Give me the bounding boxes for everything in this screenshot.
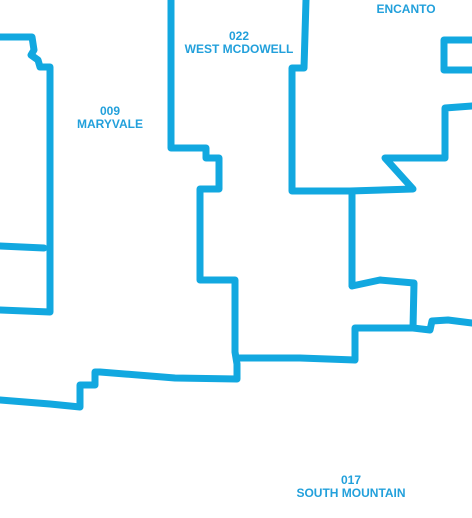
district-id: 022: [228, 29, 250, 43]
boundary-maryvale-west: [0, 33, 54, 316]
district-label-south-mountain: 017 SOUTH MOUNTAIN: [296, 474, 405, 500]
boundary-south-mountain: [233, 187, 418, 364]
boundary-encanto-east: [440, 36, 472, 74]
district-name: MARYVALE: [77, 117, 143, 131]
district-id: 017: [340, 473, 362, 487]
district-name: ENCANTO: [376, 2, 436, 16]
boundary-west-mcdowell-encanto: [288, 0, 472, 195]
district-label-maryvale: 009 MARYVALE: [77, 105, 143, 131]
district-name: WEST MCDOWELL: [184, 42, 294, 56]
district-label-encanto: ENCANTO: [376, 3, 435, 16]
district-id: 009: [99, 104, 121, 118]
boundary-maryvale-inner: [0, 242, 48, 252]
district-name: SOUTH MOUNTAIN: [296, 486, 406, 500]
boundary-south-mountain-east: [409, 316, 472, 334]
district-label-west-mcdowell: 022 WEST MCDOWELL: [185, 30, 294, 56]
